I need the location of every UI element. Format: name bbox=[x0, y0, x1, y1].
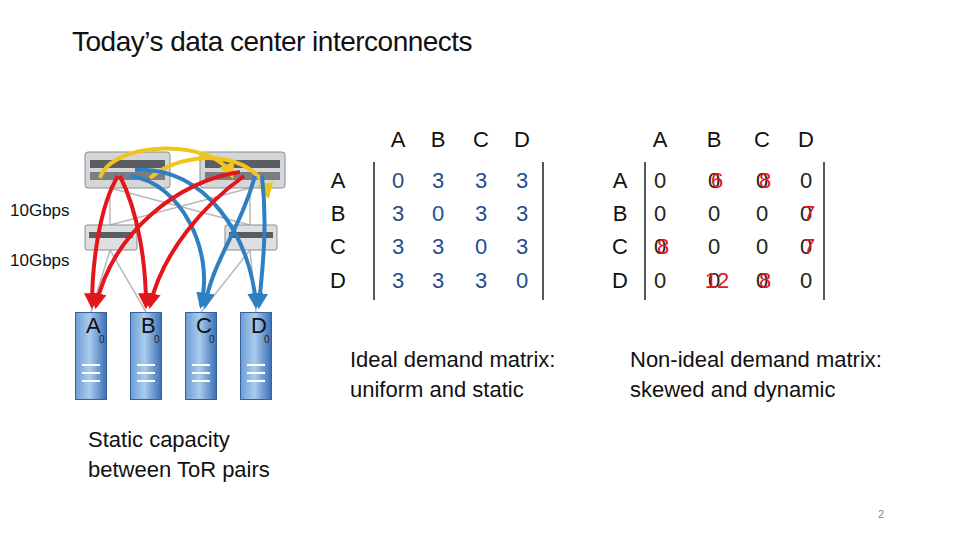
matrix-brackets bbox=[374, 162, 824, 300]
column-header: A bbox=[391, 129, 406, 151]
matrix-cell: 3 bbox=[516, 170, 528, 192]
tor-name: B bbox=[141, 315, 156, 337]
rack-slot bbox=[247, 380, 265, 382]
row-header: C bbox=[612, 236, 628, 258]
flow-arrow bbox=[150, 176, 244, 306]
demand-overlay: 12 bbox=[705, 270, 729, 292]
matrix-cell: 3 bbox=[516, 236, 528, 258]
matrix-bracket bbox=[644, 162, 646, 300]
flow-arrow bbox=[92, 176, 118, 306]
row-header: A bbox=[331, 170, 346, 192]
matrix-cell: 0 bbox=[654, 270, 666, 292]
red-flows bbox=[92, 172, 244, 306]
matrix-cell: 3 bbox=[432, 170, 444, 192]
matrix-cell: 0 bbox=[432, 203, 444, 225]
flow-arrow bbox=[96, 172, 240, 306]
rack-slot bbox=[137, 372, 155, 374]
link-speed: 10Gbps bbox=[10, 252, 70, 269]
column-header: A bbox=[653, 129, 668, 151]
rack-slot bbox=[247, 372, 265, 374]
matrix-cell: 3 bbox=[475, 270, 487, 292]
matrix-cell: 3 bbox=[392, 203, 404, 225]
matrix-cell: 0 bbox=[756, 203, 768, 225]
flow-arrow bbox=[259, 176, 265, 306]
column-header: C bbox=[473, 129, 489, 151]
tor-rack: D0 bbox=[240, 312, 272, 400]
row-header: B bbox=[613, 203, 628, 225]
tor-count: 0 bbox=[99, 335, 105, 345]
matrix-cell: 3 bbox=[475, 170, 487, 192]
rack-slot bbox=[247, 364, 265, 366]
slide-title: Today’s data center interconnects bbox=[72, 28, 472, 56]
column-header: B bbox=[707, 129, 722, 151]
tor-rack: C0 bbox=[185, 312, 217, 400]
matrix-cell: 0 bbox=[708, 203, 720, 225]
column-header: D bbox=[514, 129, 530, 151]
matrix-cell: 3 bbox=[516, 203, 528, 225]
matrix-caption: Non-ideal demand matrix: skewed and dyna… bbox=[630, 345, 915, 404]
matrix-cell: 0 bbox=[654, 170, 666, 192]
matrix-bracket bbox=[373, 162, 375, 300]
demand-overlay: 6 bbox=[711, 170, 723, 192]
demand-overlay: 8 bbox=[759, 170, 771, 192]
row-header: D bbox=[612, 270, 628, 292]
tor-count: 0 bbox=[154, 335, 160, 345]
rack-slot bbox=[137, 364, 155, 366]
flow-arrow bbox=[135, 170, 256, 306]
flow-arrow bbox=[205, 176, 255, 306]
matrix-cell: 0 bbox=[800, 270, 812, 292]
rack-slot bbox=[137, 380, 155, 382]
matrix-cell: 0 bbox=[392, 170, 404, 192]
column-header: C bbox=[754, 129, 770, 151]
rack-slot bbox=[192, 364, 210, 366]
matrix-cell: 0 bbox=[800, 170, 812, 192]
matrix-cell: 0 bbox=[708, 236, 720, 258]
matrix-caption: Ideal demand matrix: uniform and static bbox=[350, 345, 595, 404]
matrix-cell: 0 bbox=[756, 236, 768, 258]
matrix-cell: 3 bbox=[475, 203, 487, 225]
row-header: B bbox=[331, 203, 346, 225]
matrix-cell: 0 bbox=[475, 236, 487, 258]
matrix-cell: 0 bbox=[516, 270, 528, 292]
demand-overlay: 8 bbox=[759, 270, 771, 292]
row-header: A bbox=[613, 170, 628, 192]
matrix-cell: 3 bbox=[432, 236, 444, 258]
demand-overlay: 7 bbox=[803, 203, 815, 225]
switch-ports bbox=[90, 160, 165, 168]
link-speed: 10Gbps bbox=[10, 202, 70, 219]
matrix-bracket bbox=[542, 162, 544, 300]
column-header: B bbox=[431, 129, 446, 151]
tor-rack: B0 bbox=[130, 312, 162, 400]
matrix-bracket bbox=[823, 162, 825, 300]
matrix-cell: 3 bbox=[392, 270, 404, 292]
row-header: C bbox=[330, 236, 346, 258]
matrix-cell: 0 bbox=[654, 203, 666, 225]
rack-slot bbox=[82, 372, 100, 374]
matrix-cell: 3 bbox=[392, 236, 404, 258]
rack-slot bbox=[82, 380, 100, 382]
figure-note: Static capacity between ToR pairs bbox=[88, 425, 293, 484]
rack-slot bbox=[192, 380, 210, 382]
rack-slot bbox=[82, 364, 100, 366]
column-header: D bbox=[798, 129, 814, 151]
wire bbox=[201, 250, 250, 312]
tor-rack: A0 bbox=[75, 312, 107, 400]
blue-flows bbox=[130, 170, 265, 306]
demand-overlay: 7 bbox=[803, 236, 815, 258]
tor-count: 0 bbox=[264, 335, 270, 345]
switch-ports bbox=[89, 232, 133, 238]
tor-name: D bbox=[251, 315, 267, 337]
matrix-cell: 3 bbox=[432, 270, 444, 292]
tor-name: C bbox=[196, 315, 212, 337]
demand-overlay: 8 bbox=[657, 236, 669, 258]
tor-name: A bbox=[86, 315, 101, 337]
row-header: D bbox=[330, 270, 346, 292]
page-number: 2 bbox=[878, 509, 884, 520]
tor-count: 0 bbox=[209, 335, 215, 345]
rack-slot bbox=[192, 372, 210, 374]
